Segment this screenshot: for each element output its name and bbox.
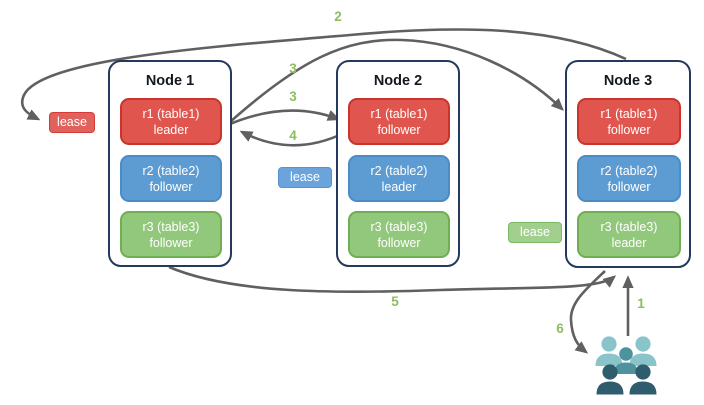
node-3: Node 3 r1 (table1) follower r2 (table2) … — [565, 60, 691, 268]
replica-label: r2 (table2) — [600, 163, 658, 178]
node2-replica-r1: r1 (table1) follower — [348, 98, 450, 145]
replica-label: r2 (table2) — [370, 163, 428, 178]
node2-replica-r3: r3 (table3) follower — [348, 211, 450, 258]
replica-label: r1 (table1) — [142, 106, 200, 121]
node-title: Node 2 — [373, 73, 423, 89]
arrow-3-to-node2 — [229, 109, 341, 126]
replica-role: follower — [607, 179, 651, 194]
lease-badge-blue: lease — [278, 167, 332, 188]
node2-replica-r2: r2 (table2) leader — [348, 155, 450, 202]
arrow-label-3b: 3 — [289, 89, 297, 104]
node-2: Node 2 r1 (table1) follower r2 (table2) … — [336, 60, 460, 267]
replica-role: follower — [377, 122, 421, 137]
arrow-label-1: 1 — [637, 296, 645, 311]
node1-replica-r3: r3 (table3) follower — [120, 211, 222, 258]
replica-label: r1 (table1) — [600, 106, 658, 121]
node-1: Node 1 r1 (table1) leader r2 (table2) fo… — [108, 60, 232, 267]
arrow-label-4: 4 — [289, 128, 297, 143]
replica-role: follower — [149, 235, 193, 250]
replica-label: r2 (table2) — [142, 163, 200, 178]
node3-replica-r3: r3 (table3) leader — [577, 211, 681, 258]
arrow-label-5: 5 — [391, 294, 399, 309]
replica-role: follower — [377, 235, 421, 250]
replica-label: r3 (table3) — [142, 219, 200, 234]
node3-replica-r2: r2 (table2) follower — [577, 155, 681, 202]
arrow-label-3a: 3 — [289, 61, 297, 76]
replica-label: r3 (table3) — [600, 219, 658, 234]
node-title: Node 1 — [145, 73, 195, 89]
replica-role: follower — [149, 179, 193, 194]
replica-label: r1 (table1) — [370, 106, 428, 121]
replica-role: leader — [611, 235, 647, 250]
arrow-5 — [168, 265, 617, 294]
replica-role: follower — [607, 122, 651, 137]
replica-label: r3 (table3) — [370, 219, 428, 234]
lease-badge-red: lease — [49, 112, 95, 133]
node1-replica-r1: r1 (table1) leader — [120, 98, 222, 145]
replica-role: leader — [381, 179, 417, 194]
node-title: Node 3 — [603, 73, 653, 89]
arrow-label-2: 2 — [334, 9, 342, 24]
node3-replica-r1: r1 (table1) follower — [577, 98, 681, 145]
lease-badge-green: lease — [508, 222, 562, 243]
users-icon — [595, 336, 657, 395]
node1-replica-r2: r2 (table2) follower — [120, 155, 222, 202]
replica-role: leader — [153, 122, 189, 137]
arrow-label-6: 6 — [556, 321, 564, 336]
